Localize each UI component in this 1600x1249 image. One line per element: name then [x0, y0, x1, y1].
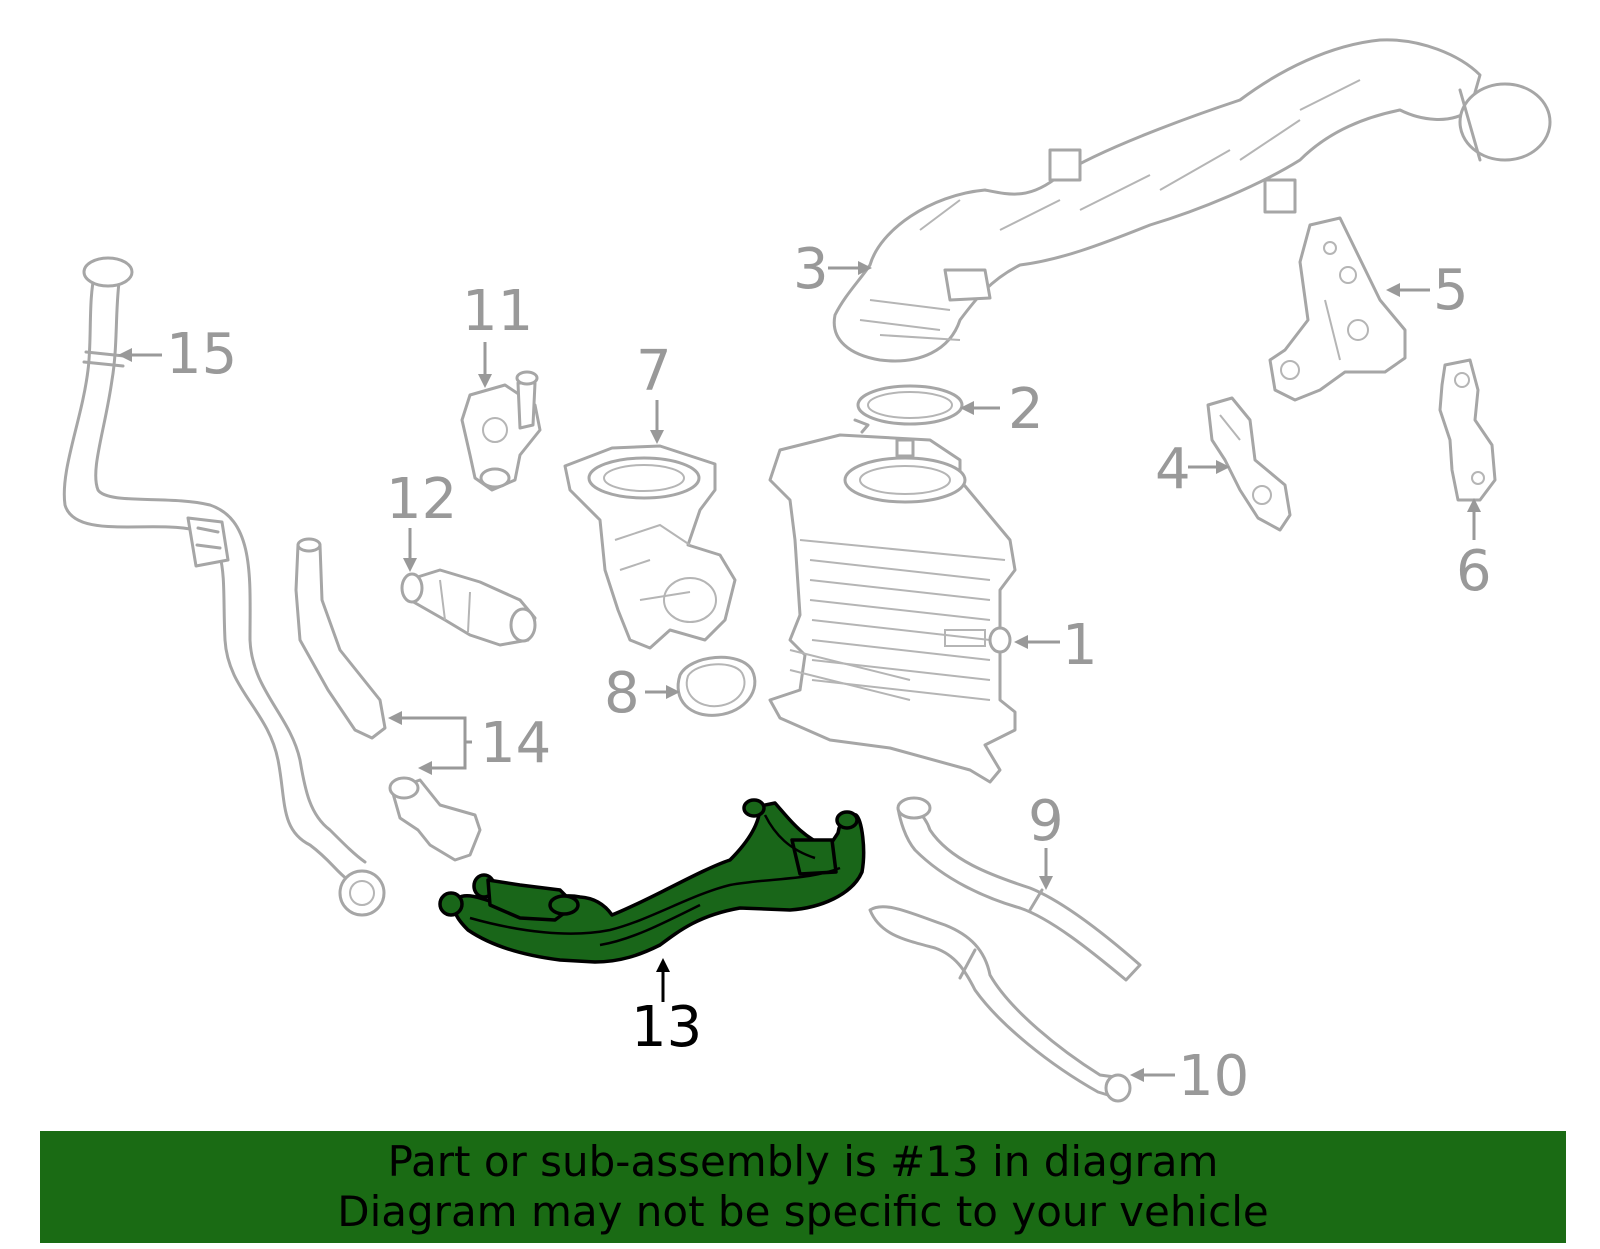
callout-10: 10	[1130, 1044, 1249, 1109]
part-15-hose[interactable]	[62, 256, 386, 917]
callout-15: 15	[118, 322, 237, 387]
svg-text:1: 1	[1062, 613, 1098, 678]
banner-line-1: Part or sub-assembly is #13 in diagram	[387, 1137, 1219, 1186]
banner-background	[40, 1131, 1566, 1243]
part-3-intake-pipe[interactable]	[832, 38, 1552, 363]
part-11-fitting[interactable]	[460, 370, 542, 492]
part-8-gasket[interactable]	[676, 655, 757, 717]
callout-12: 12	[386, 467, 457, 572]
svg-text:13: 13	[631, 995, 702, 1060]
svg-text:14: 14	[480, 711, 551, 776]
svg-text:3: 3	[793, 237, 829, 302]
svg-text:2: 2	[1008, 377, 1044, 442]
part-1-intercooler[interactable]	[768, 433, 1017, 784]
svg-text:5: 5	[1433, 258, 1469, 323]
part-13-pipe-highlighted[interactable]	[438, 798, 866, 964]
callout-11: 11	[462, 279, 533, 388]
callout-4: 4	[1155, 437, 1230, 502]
callout-2: 2	[960, 377, 1044, 442]
svg-text:12: 12	[386, 467, 457, 532]
svg-text:7: 7	[636, 339, 672, 404]
svg-text:15: 15	[166, 322, 237, 387]
callout-8: 8	[604, 661, 680, 726]
part-9-hose[interactable]	[896, 796, 1142, 982]
part-10-hose[interactable]	[868, 905, 1132, 1103]
part-6-bracket[interactable]	[1438, 358, 1497, 502]
callout-6: 6	[1456, 498, 1492, 604]
svg-text:10: 10	[1178, 1044, 1249, 1109]
banner-line-2: Diagram may not be specific to your vehi…	[337, 1187, 1269, 1236]
callout-5: 5	[1386, 258, 1469, 323]
svg-text:9: 9	[1028, 789, 1064, 854]
callout-1: 1	[1014, 613, 1098, 678]
callout-14: 14	[388, 711, 551, 776]
part-12-valve[interactable]	[400, 568, 537, 647]
callout-13: 13	[631, 958, 702, 1060]
callout-3: 3	[793, 237, 872, 302]
callout-9: 9	[1028, 789, 1064, 890]
callout-7: 7	[636, 339, 672, 444]
part-7-housing[interactable]	[563, 444, 737, 650]
svg-text:4: 4	[1155, 437, 1191, 502]
part-5-bracket[interactable]	[1268, 216, 1407, 402]
part-4-bracket[interactable]	[1206, 396, 1292, 532]
svg-text:11: 11	[462, 279, 533, 344]
part-14-hose[interactable]	[294, 537, 482, 862]
part-2-clamp[interactable]	[853, 384, 964, 434]
svg-text:6: 6	[1456, 539, 1492, 604]
svg-text:8: 8	[604, 661, 640, 726]
info-banner: Part or sub-assembly is #13 in diagram D…	[40, 1131, 1566, 1243]
